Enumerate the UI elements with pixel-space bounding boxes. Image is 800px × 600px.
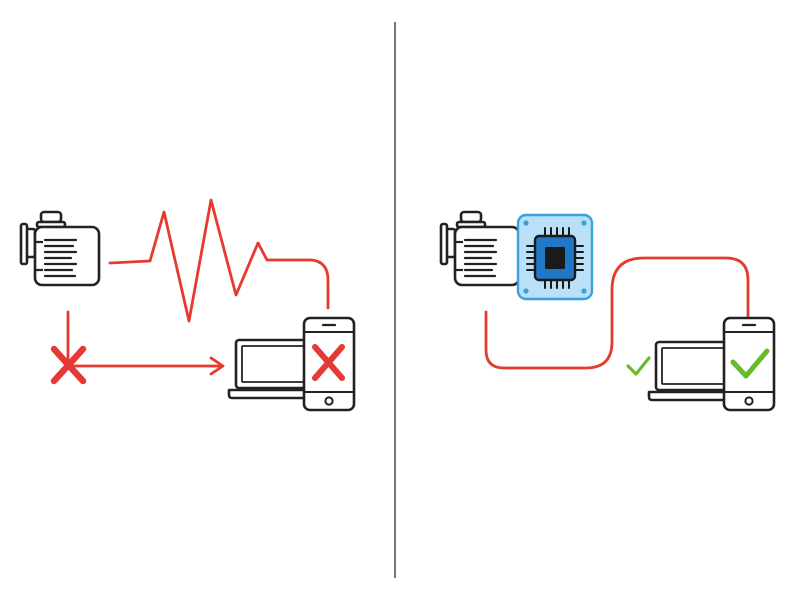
check-mark-icon (730, 348, 770, 379)
x-mark-icon (312, 344, 345, 381)
chip-icon (516, 213, 594, 301)
x-mark-icon (50, 345, 87, 385)
noisy-signal-line (108, 198, 330, 323)
motor-icon (439, 210, 521, 287)
check-mark-icon (626, 356, 651, 376)
right-panel (439, 210, 776, 412)
blocked-link-line (66, 310, 224, 368)
motor-icon (19, 210, 101, 287)
left-panel (19, 198, 356, 412)
clean-signal-line (484, 256, 750, 370)
arrowhead-icon (209, 356, 225, 376)
